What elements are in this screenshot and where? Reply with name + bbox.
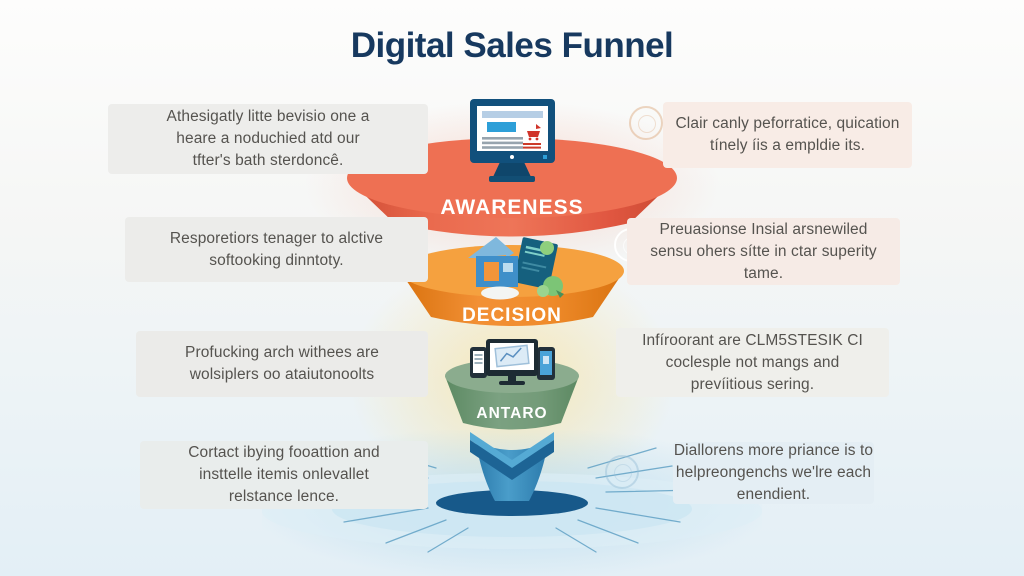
- note-card-awareness-right: Clair canly peforratice, quication tínel…: [663, 102, 912, 168]
- stage-label-decision: DECISION: [462, 305, 562, 326]
- drain-ellipse: [436, 490, 588, 516]
- note-text: Infíroorant are CLM5STESIK CI coclesple …: [642, 331, 863, 393]
- stage-label-awareness: AWARENESS: [440, 196, 583, 219]
- note-text: Clair canly peforratice, quication tínel…: [675, 115, 900, 154]
- note-card-action-right: Diallorens more priance is to helpreonge…: [673, 442, 874, 504]
- funnel-spout: [470, 432, 554, 501]
- note-card-decision-left: Resporetiors tenager to alctive softooki…: [125, 217, 428, 282]
- responsive-devices-icon: [470, 339, 555, 385]
- note-text: Diallorens more priance is to helpreonge…: [673, 442, 874, 503]
- ring-badge-icon: [629, 106, 663, 140]
- note-text: Preuasionse Insial arsnewiled sensu oher…: [650, 220, 877, 282]
- stage-label-antaro: ANTARO: [476, 405, 547, 422]
- note-card-antaro-left: Profucking arch withees are wolsiplers o…: [136, 331, 428, 397]
- page-title: Digital Sales Funnel: [350, 26, 674, 65]
- note-card-action-left: Cortact ibying fooattion and insttelle i…: [140, 441, 428, 509]
- note-text: Resporetiors tenager to alctive softooki…: [169, 229, 384, 269]
- note-card-awareness-left: Athesigatly litte bevisio one a heare a …: [108, 104, 428, 174]
- ring-badge-icon: [605, 455, 639, 489]
- desktop-webpage-icon: [470, 99, 555, 182]
- note-card-antaro-right: Infíroorant are CLM5STESIK CI coclesple …: [616, 328, 889, 397]
- note-card-decision-right: Preuasionse Insial arsnewiled sensu oher…: [627, 218, 900, 285]
- note-text: Profucking arch withees are wolsiplers o…: [185, 344, 379, 383]
- house-brochure-plants-icon: [468, 237, 564, 300]
- note-text: Cortact ibying fooattion and insttelle i…: [188, 444, 380, 505]
- note-text: Athesigatly litte bevisio one a heare a …: [166, 108, 370, 169]
